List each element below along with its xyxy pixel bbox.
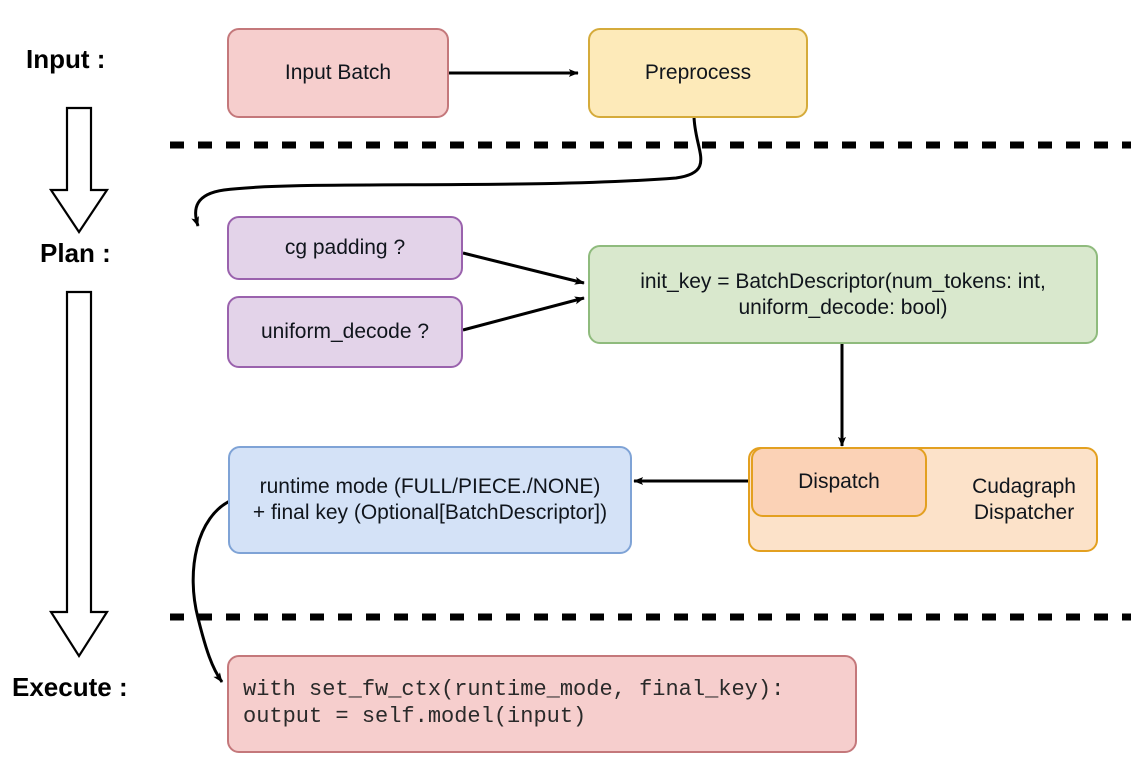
node-init-key[interactable]: init_key = BatchDescriptor(num_tokens: i…	[588, 245, 1098, 344]
edge-cg-padding-to-init-key	[462, 251, 585, 285]
edge-runtime-mode-to-code-block	[191, 498, 233, 683]
node-input-batch[interactable]: Input Batch	[227, 28, 449, 118]
stage-label-execute: Execute :	[12, 672, 128, 702]
stage-label-plan: Plan :	[40, 238, 111, 268]
node-code-block[interactable]: with set_fw_ctx(runtime_mode, final_key)…	[227, 655, 857, 753]
node-cg-padding[interactable]: cg padding ?	[227, 216, 463, 280]
node-preprocess[interactable]: Preprocess	[588, 28, 808, 118]
node-dispatch[interactable]: Dispatch	[751, 447, 927, 517]
stage-label-input: Input :	[26, 44, 106, 74]
plan-to-execute-arrow	[48, 290, 110, 659]
node-cudagraph-dispatcher-label: Cudagraph Dispatcher	[972, 474, 1076, 524]
node-uniform-decode[interactable]: uniform_decode ?	[227, 296, 463, 368]
input-to-plan-arrow	[48, 106, 110, 234]
node-runtime-mode[interactable]: runtime mode (FULL/PIECE./NONE) + final …	[228, 446, 632, 554]
edge-uniform-decode-to-init-key	[462, 296, 585, 332]
edge-preprocess-to-cg-padding	[191, 114, 703, 227]
